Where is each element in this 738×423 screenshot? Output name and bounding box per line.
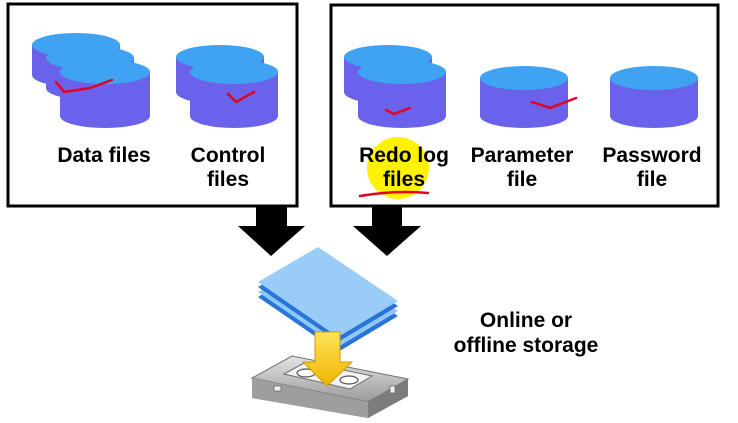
data-files-disk-icon [32,33,150,128]
label-storage-line2: offline storage [454,334,599,357]
label-redo-log-files-line2: files [383,168,425,191]
label-control-files-line2: files [207,168,249,191]
label-password-file-line1: Password [602,144,701,167]
redo-log-files-disk-icon [344,45,446,128]
down-arrow-left [238,207,305,256]
password-file-disk-icon [610,66,698,128]
down-arrow-right [353,207,421,256]
control-files-disk-icon [176,45,278,128]
redo-log-underline [358,190,430,198]
parameter-file-disk-icon [480,66,578,128]
label-password-file-line2: file [637,168,667,191]
tape-cartridge-icon [250,355,410,418]
label-parameter-file-line1: Parameter [471,144,574,167]
label-redo-log-files-line1: Redo log [359,144,449,167]
storage-arrow [301,331,354,387]
label-parameter-file-line2: file [507,168,537,191]
label-control-files-line1: Control [191,144,266,167]
redo-log-highlight [367,137,429,199]
backup-pages-icon [258,247,398,352]
label-data-files: Data files [57,144,150,167]
label-storage-line1: Online or [480,309,572,332]
